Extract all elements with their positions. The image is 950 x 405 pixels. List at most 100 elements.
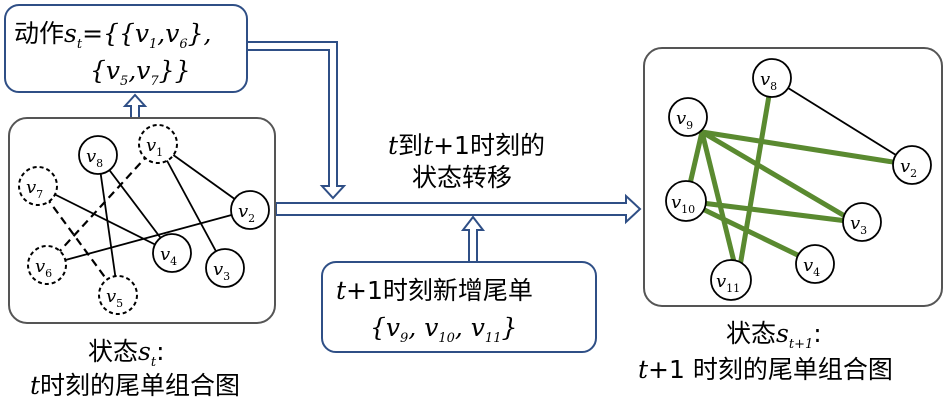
svg-text:v2: v2 — [900, 156, 917, 180]
node-sub: 8 — [96, 157, 103, 170]
right-caption-line-2: t+1 时刻的尾单组合图 — [638, 355, 893, 384]
svg-text:v3: v3 — [850, 213, 867, 237]
svg-text:v8: v8 — [86, 146, 103, 170]
left-caption-colon: : — [156, 337, 164, 366]
node-letter: v — [671, 192, 681, 213]
node-sub: 7 — [36, 188, 43, 201]
node-sub: 9 — [686, 119, 693, 132]
right-state-frame — [643, 47, 943, 307]
new-orders-box — [321, 261, 597, 353]
edge-v7-v5 — [37, 185, 119, 296]
left-node-v6: v6 — [27, 245, 67, 285]
node-sub: 6 — [45, 267, 52, 280]
left-node-v7: v7 — [18, 166, 58, 206]
node-letter: v — [86, 146, 96, 167]
action-set-open-2: {v — [90, 56, 120, 85]
action-comma-2: ,v — [128, 56, 150, 85]
new-orders-line-1: t+1时刻新增尾单 — [336, 276, 533, 305]
svg-text:v3: v3 — [213, 259, 230, 283]
svg-text:v11: v11 — [716, 271, 740, 295]
right-node-v11: v11 — [710, 259, 752, 301]
new-orders-comma-1: , v — [408, 313, 438, 342]
left-node-v3: v3 — [205, 248, 245, 288]
new-orders-sub-9: 9 — [400, 331, 408, 346]
left-node-v4: v4 — [152, 233, 192, 273]
action-state-sub: t — [77, 37, 83, 52]
action-line-1: 动作st={{v1,v6}, — [14, 19, 211, 52]
action-set-open: ={{v — [82, 19, 149, 48]
node-letter: v — [676, 108, 686, 129]
node-letter: v — [238, 201, 248, 222]
node-sub: 11 — [726, 282, 740, 295]
new-orders-up-arrow — [460, 215, 486, 263]
node-letter: v — [213, 259, 223, 280]
node-sub: 8 — [770, 80, 777, 93]
right-caption-sub: t+1 — [789, 337, 813, 352]
new-orders-sub-10: 10 — [438, 331, 455, 346]
node-letter: v — [760, 69, 770, 90]
left-node-v2: v2 — [230, 190, 270, 230]
svg-text:v7: v7 — [26, 177, 43, 201]
node-letter: v — [26, 177, 36, 198]
node-sub: 3 — [860, 224, 867, 237]
node-sub: 4 — [170, 255, 177, 268]
action-sub-6: 6 — [179, 37, 187, 52]
action-line-2: {v5,v7}} — [90, 56, 190, 89]
new-orders-open: {v — [370, 313, 400, 342]
left-caption-desc: 时刻的尾单组合图 — [40, 371, 240, 400]
edge-r-v8-v2 — [771, 77, 913, 166]
edge-r-v9-v3 — [699, 129, 858, 225]
right-caption-line-1: 状态st+1: — [726, 319, 822, 352]
edge-v6-v2 — [46, 209, 251, 266]
action-to-transition-arrow — [246, 41, 347, 200]
node-letter: v — [160, 244, 170, 265]
transition-line-1: t到t+1时刻的 — [388, 131, 545, 160]
node-sub: 2 — [248, 212, 255, 225]
node-letter: v — [900, 156, 910, 177]
edge-r-v9-v2 — [699, 129, 915, 168]
svg-text:v4: v4 — [160, 244, 177, 268]
left-caption-t: t — [30, 371, 41, 400]
left-node-v5: v5 — [98, 275, 138, 315]
left-caption-s: s — [138, 337, 151, 366]
action-sub-1: 1 — [149, 37, 157, 52]
right-node-v10: v10 — [665, 180, 707, 222]
action-comma-1: ,v — [157, 19, 179, 48]
left-caption-sub: t — [151, 355, 157, 370]
edge-r-v10-v3 — [683, 198, 858, 225]
action-sub-5: 5 — [120, 74, 128, 89]
left-caption-label: 状态 — [88, 337, 138, 366]
node-sub: 10 — [681, 203, 695, 216]
node-sub: 2 — [910, 167, 917, 180]
right-caption-desc: +1 时刻的尾单组合图 — [648, 355, 893, 384]
new-orders-comma-2: , v — [455, 313, 485, 342]
node-letter: v — [106, 286, 116, 307]
new-orders-line-2: {v9, v10, v11} — [370, 313, 517, 346]
action-close-2: }} — [159, 56, 191, 85]
action-label: 动作 — [14, 19, 64, 48]
edge-v1-v3 — [157, 143, 226, 269]
transition-line-2: 状态转移 — [412, 163, 512, 192]
svg-text:v9: v9 — [676, 108, 693, 132]
right-caption-label: 状态 — [726, 319, 776, 348]
action-sub-7: 7 — [150, 74, 159, 89]
edge-r-v10-v4 — [683, 198, 815, 265]
svg-text:v2: v2 — [238, 201, 255, 225]
right-node-v3: v3 — [842, 202, 882, 242]
node-letter: v — [146, 135, 156, 156]
right-node-v9: v9 — [668, 97, 708, 137]
edge-r-v8-v11 — [735, 75, 775, 281]
left-node-v8: v8 — [78, 135, 118, 175]
transition-t: t — [388, 131, 399, 160]
node-sub: 4 — [813, 266, 820, 279]
svg-text:v10: v10 — [671, 192, 695, 216]
action-state-symbol: s — [64, 19, 77, 48]
new-orders-sub-11: 11 — [485, 331, 502, 346]
node-letter: v — [716, 271, 726, 292]
up-arrow-to-action — [122, 93, 148, 119]
transition-to: 到 — [398, 131, 423, 160]
svg-text:v4: v4 — [803, 255, 820, 279]
svg-text:v5: v5 — [106, 286, 123, 310]
right-node-v4: v4 — [795, 244, 835, 284]
